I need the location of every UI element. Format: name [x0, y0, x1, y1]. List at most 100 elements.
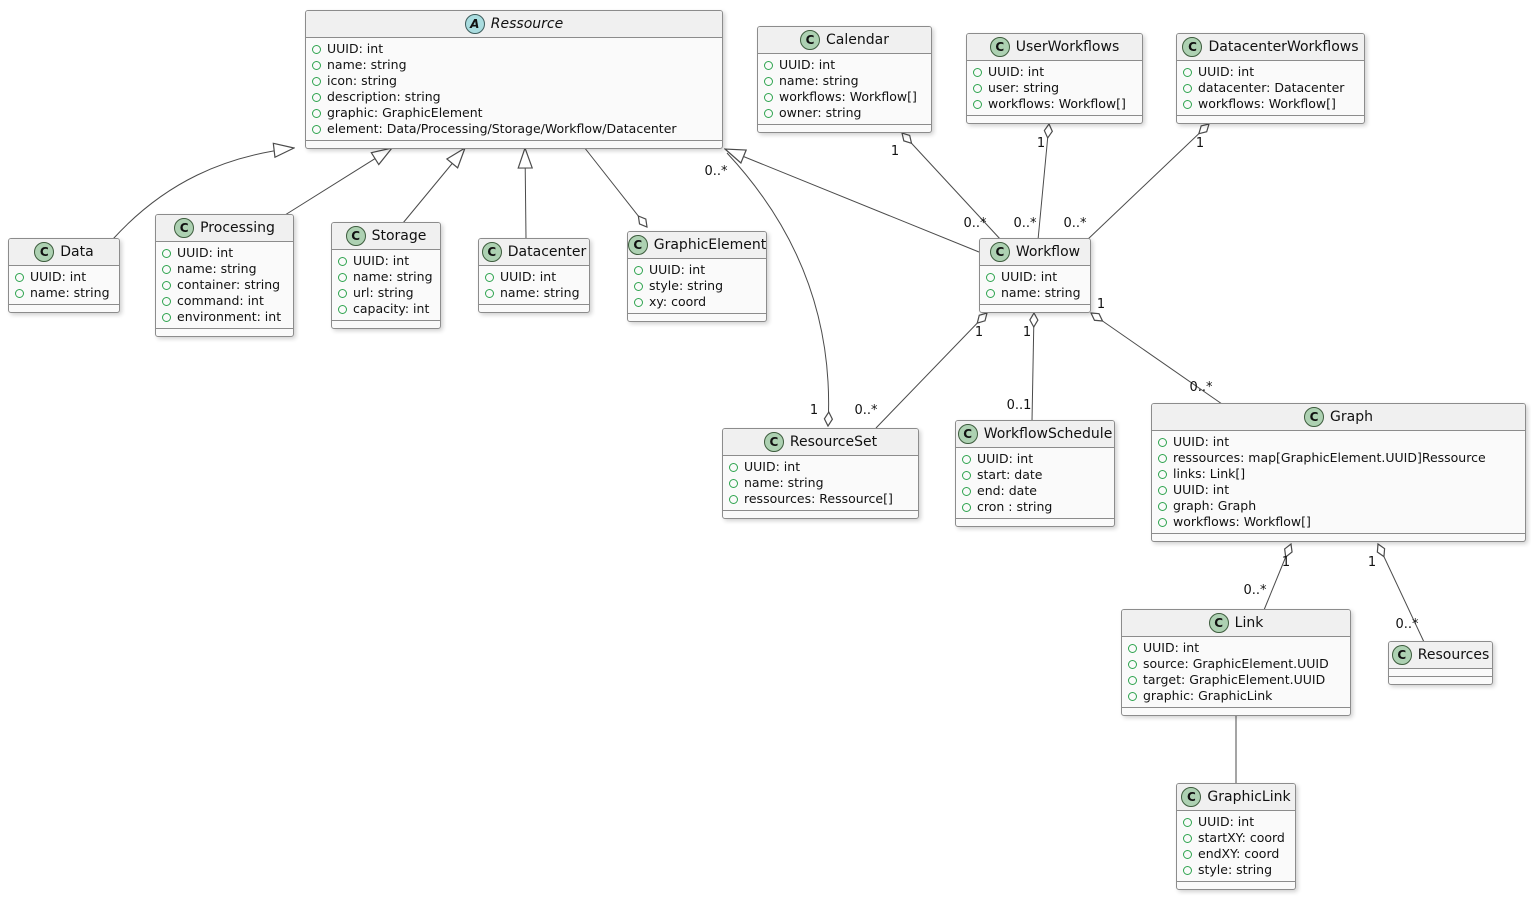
class-icon: C — [800, 30, 821, 50]
field-visibility-icon — [338, 272, 347, 282]
field-visibility-icon — [15, 288, 24, 298]
attribute-row: UUID: int — [1183, 814, 1289, 830]
attribute-row: name: string — [485, 285, 583, 301]
field-visibility-icon — [1183, 99, 1192, 109]
multiplicity-label: 0..* — [1013, 216, 1037, 231]
attribute-row: UUID: int — [634, 262, 760, 278]
field-visibility-icon — [1158, 437, 1167, 447]
attribute-row: graph: Graph — [1158, 498, 1519, 514]
attribute-row: endXY: coord — [1183, 846, 1289, 862]
attribute-text: endXY: coord — [1198, 846, 1280, 861]
empty-compartment — [306, 140, 722, 148]
attribute-text: UUID: int — [1143, 640, 1200, 655]
empty-compartment — [156, 328, 293, 336]
edge-graph-aggregates-resources — [1378, 544, 1425, 643]
attribute-row: workflows: Workflow[] — [1158, 514, 1519, 530]
attribute-row: UUID: int — [973, 64, 1136, 80]
attribute-row: UUID: int — [962, 451, 1108, 467]
field-visibility-icon — [634, 265, 643, 275]
attribute-row: workflows: Workflow[] — [1183, 96, 1358, 112]
attribute-row: element: Data/Processing/Storage/Workflo… — [312, 121, 716, 137]
attribute-row: name: string — [764, 73, 925, 89]
attribute-text: UUID: int — [649, 262, 706, 277]
class-icon: C — [763, 432, 784, 452]
field-visibility-icon — [973, 67, 982, 77]
attribute-row: name: string — [338, 269, 434, 285]
attribute-text: links: Link[] — [1173, 466, 1246, 481]
field-visibility-icon — [764, 60, 773, 70]
attribute-text: UUID: int — [988, 64, 1045, 79]
multiplicity-label: 1 — [1023, 325, 1031, 340]
attribute-row: name: string — [986, 285, 1084, 301]
field-visibility-icon — [1183, 83, 1192, 93]
empty-compartment — [1177, 115, 1364, 123]
attribute-row: environment: int — [162, 309, 287, 325]
attribute-text: ressources: map[GraphicElement.UUID]Ress… — [1173, 450, 1486, 465]
field-visibility-icon — [312, 44, 321, 54]
attribute-text: UUID: int — [1173, 482, 1230, 497]
edge-datacenterworkflows-aggregates-workflow — [1085, 124, 1209, 242]
attribute-row: UUID: int — [729, 459, 912, 475]
class-title: Graph — [1330, 409, 1373, 425]
field-visibility-icon — [1158, 485, 1167, 495]
class-title: GraphicLink — [1207, 789, 1291, 805]
attribute-row: UUID: int — [986, 269, 1084, 285]
field-visibility-icon — [1128, 643, 1137, 653]
class-title: Data — [60, 244, 94, 260]
edge-data-extends-ressource — [112, 148, 294, 240]
multiplicity-label: 1 — [975, 325, 983, 340]
field-visibility-icon — [729, 478, 738, 488]
attribute-text: workflows: Workflow[] — [779, 89, 917, 104]
class-title: Datacenter — [507, 244, 587, 260]
field-visibility-icon — [986, 288, 995, 298]
class-icon: C — [1208, 613, 1229, 633]
class-icon: C — [1182, 37, 1203, 57]
attribute-text: UUID: int — [977, 451, 1034, 466]
multiplicity-label: 1 — [810, 403, 818, 418]
attribute-row: ressources: Ressource[] — [729, 491, 912, 507]
attribute-text: UUID: int — [1198, 814, 1255, 829]
empty-compartment — [956, 518, 1114, 526]
attribute-row: url: string — [338, 285, 434, 301]
edge-ressource-graphicelement — [583, 146, 647, 227]
attribute-row: UUID: int — [1158, 434, 1519, 450]
empty-compartment — [967, 115, 1142, 123]
field-visibility-icon — [485, 272, 494, 282]
edge-userworkflows-aggregates-workflow — [1037, 124, 1049, 241]
class-title: Workflow — [1015, 244, 1081, 260]
attribute-text: url: string — [353, 285, 414, 300]
multiplicity-label: 1 — [891, 144, 899, 159]
field-visibility-icon — [162, 280, 171, 290]
attribute-text: UUID: int — [30, 269, 87, 284]
class-title: WorkflowSchedule — [983, 426, 1113, 442]
field-visibility-icon — [1183, 67, 1192, 77]
empty-compartment — [758, 124, 931, 132]
attribute-text: style: string — [649, 278, 724, 293]
attribute-text: element: Data/Processing/Storage/Workflo… — [327, 121, 677, 136]
edge-resourceset-aggregates-ressource — [726, 152, 829, 426]
attribute-row: workflows: Workflow[] — [764, 89, 925, 105]
multiplicity-label: 1 — [1196, 136, 1204, 151]
attribute-text: description: string — [327, 89, 441, 104]
field-visibility-icon — [962, 486, 971, 496]
attribute-row: datacenter: Datacenter — [1183, 80, 1358, 96]
attribute-text: UUID: int — [327, 41, 384, 56]
attribute-text: xy: coord — [649, 294, 707, 309]
attribute-text: graphic: GraphicLink — [1143, 688, 1273, 703]
field-visibility-icon — [338, 304, 347, 314]
